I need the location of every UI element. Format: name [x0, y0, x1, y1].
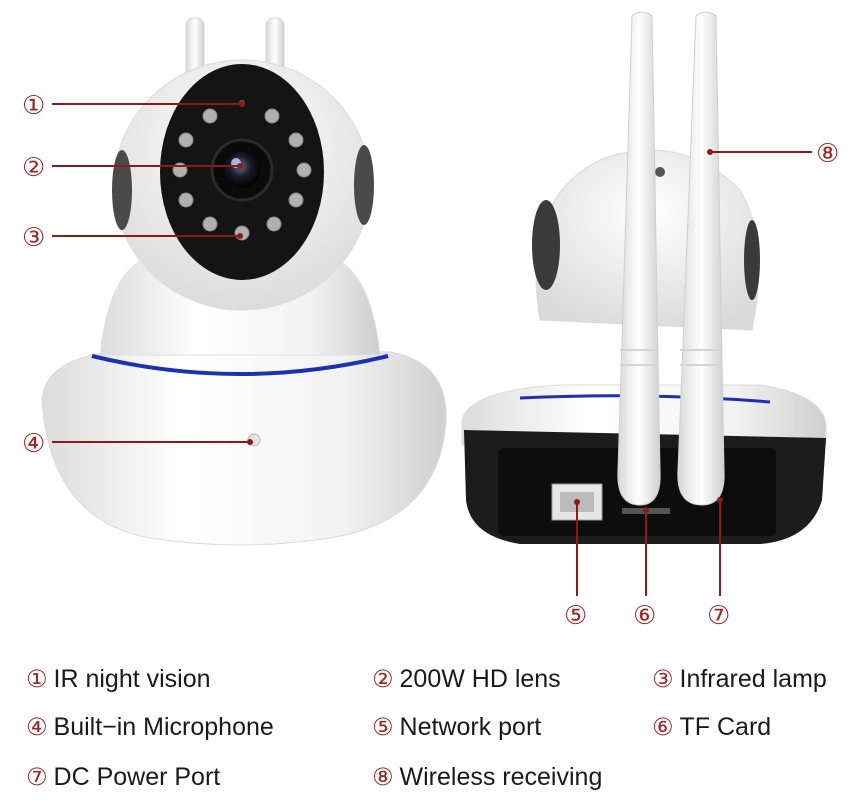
front-base — [41, 351, 447, 546]
ir-led — [288, 192, 304, 208]
legend-number: ④ — [26, 713, 48, 741]
antenna-left — [617, 11, 661, 506]
head-side-dark-right — [354, 145, 374, 225]
ir-led — [202, 108, 218, 124]
legend-number: ⑦ — [26, 763, 48, 791]
ir-led — [264, 108, 280, 124]
callout-number-6: ⑥ — [633, 601, 656, 630]
callout-number-4: ④ — [22, 429, 45, 459]
back-head-side-dark — [532, 200, 560, 290]
ir-led — [288, 132, 304, 148]
legend-label: IR night vision — [53, 665, 211, 693]
ir-led — [266, 216, 282, 232]
legend-number: ② — [372, 665, 394, 693]
camera-product-diagram: ① ② ③ ④ ⑤ ⑥ ⑦ ⑧ — [22, 11, 839, 630]
front-camera — [41, 17, 447, 546]
callout-number-3: ③ — [22, 223, 45, 253]
legend-label: 200W HD lens — [399, 665, 561, 693]
back-head-screw — [655, 167, 665, 177]
callout-lines — [52, 103, 812, 596]
head-side-dark-left — [112, 150, 132, 230]
antenna-ridges — [620, 349, 722, 366]
callout-number-2: ② — [22, 153, 45, 183]
callout-number-1: ① — [22, 91, 45, 121]
legend-number: ⑥ — [652, 713, 674, 741]
ir-led — [178, 192, 194, 208]
legend-number: ③ — [652, 665, 674, 693]
legend-number: ⑤ — [372, 713, 394, 741]
blue-accent-ring — [91, 354, 389, 376]
callout-number-8: ⑧ — [816, 139, 839, 169]
legend-label: DC Power Port — [53, 763, 221, 791]
legend-label: Wireless receiving — [399, 763, 603, 791]
ir-led-ring — [172, 108, 312, 241]
ir-led — [178, 132, 194, 148]
legend-number: ① — [26, 665, 48, 693]
legend-label: Built−in Microphone — [53, 713, 274, 741]
callout-number-7: ⑦ — [707, 601, 730, 630]
lens-glass — [224, 152, 260, 188]
legend-label: Network port — [399, 713, 542, 741]
callout-number-5: ⑤ — [564, 601, 587, 630]
ir-led — [202, 216, 218, 232]
legend-label: Infrared lamp — [679, 665, 827, 693]
back-camera — [461, 11, 827, 544]
back-head-side-dark-right — [744, 220, 760, 300]
antenna-right — [677, 11, 725, 506]
ir-led — [296, 162, 312, 178]
legend-label: TF Card — [679, 713, 772, 741]
legend-number: ⑧ — [372, 763, 394, 791]
callout-dots — [237, 101, 723, 513]
